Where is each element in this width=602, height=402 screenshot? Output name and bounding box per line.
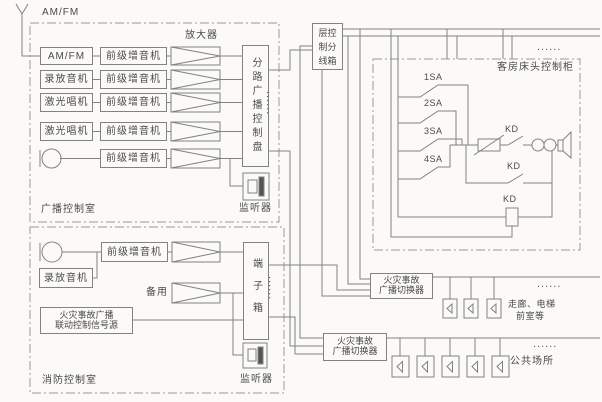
ellipsis-top-bus: ......	[537, 41, 562, 53]
switch-label-1sa: 1SA	[424, 72, 443, 82]
speaker-icon	[491, 355, 510, 378]
distribution-panel-box: 分路广播控制盘	[242, 45, 269, 167]
source-box-recorder-fire: 录放音机	[39, 268, 93, 288]
kd-label: KD	[503, 194, 517, 204]
switch-label-4sa: 4SA	[424, 154, 443, 164]
fire-switcher-line2: 广播切换器	[378, 285, 424, 295]
monitor-label: 监听器	[239, 203, 272, 214]
amplifier-icon	[170, 92, 221, 113]
source-box-recorder: 录放音机	[40, 70, 93, 89]
ellipsis-public-bus: ......	[533, 338, 558, 350]
amplifier-icon	[170, 148, 221, 169]
amplifier-icon	[170, 69, 221, 90]
symbols	[39, 46, 572, 378]
wiring	[15, 3, 600, 356]
fire-room-label: 消防控制室	[42, 375, 97, 386]
switch-4sa-icon	[398, 145, 451, 180]
speaker-icon	[466, 355, 485, 378]
speaker-icon	[416, 355, 435, 378]
switch-2sa-icon	[398, 110, 457, 145]
antenna-icon	[15, 3, 40, 57]
switch-3sa-icon	[398, 138, 463, 152]
speaker-icon	[442, 298, 458, 319]
fire-signal-line1: 火灾事故广播	[59, 309, 114, 320]
transformer-icon	[531, 138, 557, 152]
broadcast-room-border	[29, 22, 280, 223]
amplifier-icon	[171, 241, 221, 263]
fire-switcher-box-public: 火灾事故 广播切换器	[323, 333, 387, 361]
source-box-cd-player-1: 激光唱机	[40, 93, 93, 112]
guest-cabinet-label: 客房床头控制柜	[497, 62, 574, 73]
preamp-box: 前级增音机	[100, 70, 167, 89]
ellipsis-terminal-outputs: ......	[266, 276, 278, 301]
fire-signal-source-box: 火灾事故广播 联动控制信号源	[40, 307, 133, 334]
speaker-icon	[463, 298, 479, 319]
kd-label: KD	[505, 124, 519, 134]
preamp-box: 前级增音机	[101, 242, 168, 262]
fire-switcher-line2: 广播切换器	[332, 346, 378, 356]
zone-corridor-label-line2: 前室等	[516, 311, 545, 321]
amplifier-icon	[170, 121, 221, 142]
microphone-icon	[39, 241, 63, 263]
preamp-box: 前级增音机	[100, 47, 167, 65]
floor-junction-box-label: 层控制分线箱	[318, 27, 337, 66]
fire-signal-line2: 联动控制信号源	[54, 319, 118, 330]
kd-relay-coil-icon	[505, 207, 519, 227]
preamp-box: 前级增音机	[100, 149, 167, 168]
antenna-label: AM/FM	[42, 7, 80, 18]
amplifier-icon	[170, 46, 221, 66]
preamp-box: 前级增音机	[100, 93, 167, 112]
microphone-icon	[39, 148, 62, 169]
distribution-panel-label: 分路广播控制盘	[250, 57, 261, 155]
kd-label: KD	[507, 161, 521, 171]
source-box-cd-player-2: 激光唱机	[40, 122, 93, 141]
amplifier-icon	[171, 282, 221, 304]
speaker-icon	[441, 355, 460, 378]
speaker-icon	[391, 355, 410, 378]
monitor-speaker-icon	[242, 342, 268, 369]
monitor-label: 监听器	[240, 374, 273, 385]
speaker-icon	[486, 298, 502, 319]
terminal-box-label: 端子箱	[250, 258, 262, 324]
kd-contact-2-icon	[507, 173, 524, 184]
ellipsis-corridor-bus: ......	[537, 278, 562, 290]
spare-label: 备用	[146, 287, 168, 298]
fire-room-border	[29, 226, 285, 394]
fire-switcher-line1: 火灾事故	[336, 336, 373, 347]
speaker-cone-icon	[557, 130, 572, 160]
broadcast-room-label: 广播控制室	[41, 204, 96, 215]
preamp-box: 前级增音机	[100, 122, 167, 141]
switch-label-3sa: 3SA	[424, 126, 443, 136]
zone-public-label: 公共场所	[510, 356, 554, 367]
kd-contact-1-icon	[507, 135, 524, 146]
zone-corridor-label-line1: 走廊、电梯	[508, 299, 556, 309]
ellipsis-panel-outputs: ......	[264, 91, 276, 116]
attenuator-icon	[473, 134, 505, 156]
terminal-box: 端子箱	[243, 242, 269, 340]
guest-cabinet-border	[372, 58, 581, 251]
room-borders	[29, 22, 581, 394]
switch-label-2sa: 2SA	[424, 98, 443, 108]
floor-junction-box: 层控制分线箱	[312, 23, 343, 70]
switch-1sa-icon	[398, 84, 469, 145]
amplifier-header: 放大器	[185, 30, 218, 41]
fire-switcher-box-corridor: 火灾事故 广播切换器	[370, 273, 433, 299]
fire-switcher-line1: 火灾事故	[383, 275, 420, 286]
source-box-am-fm: AM/FM	[40, 47, 93, 65]
monitor-speaker-icon	[242, 172, 270, 201]
